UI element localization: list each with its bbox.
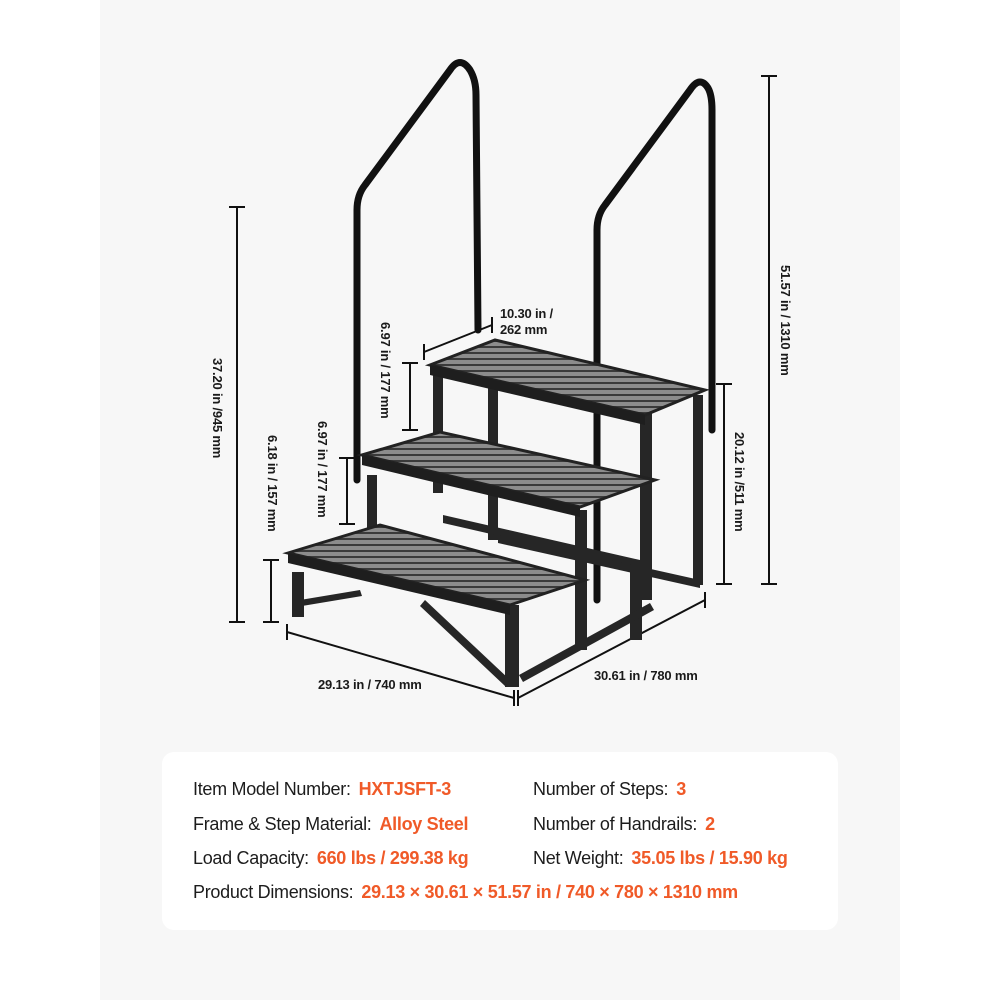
spec-model: Item Model Number: HXTJSFT-3 — [193, 779, 451, 800]
width-label: 29.13 in / 740 mm — [318, 677, 422, 692]
spec-material: Frame & Step Material: Alloy Steel — [193, 814, 469, 835]
spec-card: Item Model Number: HXTJSFT-3 Number of St… — [162, 752, 838, 930]
spec-label: Net Weight: — [533, 848, 624, 868]
spec-value: 3 — [676, 779, 686, 799]
spec-label: Item Model Number: — [193, 779, 351, 799]
spec-load: Load Capacity: 660 lbs / 299.38 kg — [193, 848, 469, 869]
spec-label: Load Capacity: — [193, 848, 309, 868]
overall-height-label: 51.57 in / 1310 mm — [778, 265, 793, 376]
spec-value: 2 — [705, 814, 715, 834]
step-top-height-label: 37.20 in /945 mm — [210, 358, 225, 459]
spec-value: 35.05 lbs / 15.90 kg — [631, 848, 788, 868]
spec-label: Product Dimensions: — [193, 882, 354, 902]
rise-middle-label: 6.97 in / 177 mm — [315, 421, 330, 518]
spec-label: Frame & Step Material: — [193, 814, 372, 834]
rise-upper-label: 6.97 in / 177 mm — [378, 322, 393, 419]
spec-value: 29.13 × 30.61 × 51.57 in / 740 × 780 × 1… — [361, 882, 738, 902]
depth-label: 30.61 in / 780 mm — [594, 668, 698, 683]
dimension-lines — [229, 75, 777, 706]
spec-value: HXTJSFT-3 — [358, 779, 452, 799]
spec-weight: Net Weight: 35.05 lbs / 15.90 kg — [533, 848, 788, 869]
handrail-right — [593, 78, 716, 604]
rail-mount-height-label: 20.12 in /511 mm — [732, 432, 747, 532]
spec-value: Alloy Steel — [379, 814, 469, 834]
rise-bottom-label: 6.18 in / 157 mm — [265, 435, 280, 532]
spec-label: Number of Handrails: — [533, 814, 698, 834]
spec-steps: Number of Steps: 3 — [533, 779, 686, 800]
handrail-left — [353, 59, 482, 484]
spec-value: 660 lbs / 299.38 kg — [316, 848, 469, 868]
spec-label: Number of Steps: — [533, 779, 669, 799]
tread-depth-mm: 262 mm — [500, 322, 548, 337]
spec-dimensions: Product Dimensions: 29.13 × 30.61 × 51.57… — [193, 882, 738, 903]
tread-depth-label: 10.30 in / 262 mm — [500, 306, 553, 338]
product-diagram — [229, 59, 777, 706]
spec-handrails: Number of Handrails: 2 — [533, 814, 715, 835]
middle-tread — [356, 430, 661, 509]
tread-depth-in: 10.30 in / — [500, 306, 553, 321]
step-treads — [282, 338, 710, 607]
